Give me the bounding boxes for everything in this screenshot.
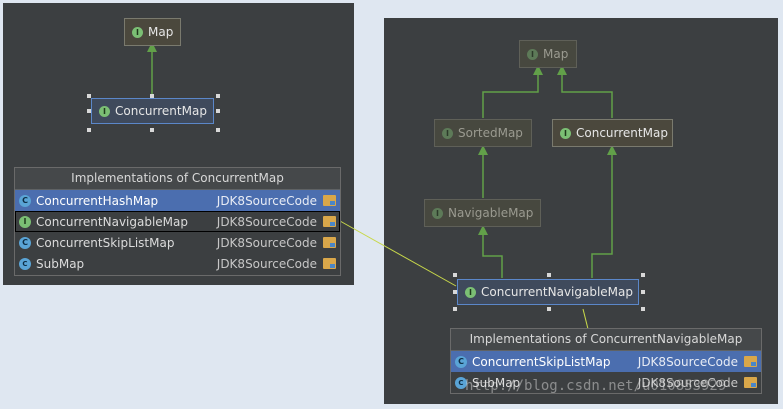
- class-icon: C: [455, 355, 467, 368]
- node-label: ConcurrentMap: [576, 126, 668, 140]
- implementations-popup-left: Implementations of ConcurrentMap C Concu…: [14, 167, 341, 276]
- node-label: ConcurrentNavigableMap: [481, 285, 634, 299]
- node-sortedmap[interactable]: I SortedMap: [434, 119, 532, 147]
- node-concurrentmap-left[interactable]: I ConcurrentMap: [91, 98, 214, 124]
- static-class-icon: C: [19, 257, 31, 270]
- source-module: JDK8SourceCode: [637, 375, 738, 390]
- list-item-submap[interactable]: C SubMap JDK8SourceCode: [15, 253, 340, 274]
- selection-handle[interactable]: [87, 128, 91, 132]
- class-name: SubMap: [472, 375, 521, 390]
- selection-handle[interactable]: [641, 290, 645, 294]
- selection-handle[interactable]: [87, 109, 91, 113]
- list-item-concurrenthashmap[interactable]: C ConcurrentHashMap JDK8SourceCode: [15, 190, 340, 211]
- interface-icon: I: [560, 127, 571, 139]
- selection-handle[interactable]: [150, 128, 154, 132]
- selection-handle[interactable]: [453, 273, 457, 277]
- interface-icon: I: [132, 26, 143, 38]
- popup-title: Implementations of ConcurrentMap: [15, 168, 340, 190]
- selection-handle[interactable]: [547, 307, 551, 311]
- class-name: ConcurrentNavigableMap: [36, 214, 189, 229]
- class-name: ConcurrentSkipListMap: [472, 354, 611, 369]
- node-label: Map: [543, 47, 569, 61]
- watermark: http://blog.csdn.net/u010853929: [465, 378, 727, 394]
- node-map-left[interactable]: I Map: [124, 18, 181, 46]
- selection-handle[interactable]: [150, 94, 154, 98]
- selection-handle[interactable]: [453, 290, 457, 294]
- selection-handle[interactable]: [216, 128, 220, 132]
- node-label: ConcurrentMap: [115, 104, 207, 118]
- class-name: ConcurrentSkipListMap: [36, 235, 175, 250]
- folder-icon: [323, 195, 336, 206]
- folder-icon: [323, 216, 336, 227]
- interface-icon: I: [432, 207, 443, 219]
- selection-handle[interactable]: [641, 307, 645, 311]
- node-label: SortedMap: [458, 126, 523, 140]
- selection-handle[interactable]: [547, 273, 551, 277]
- folder-icon: [323, 237, 336, 248]
- popup-title: Implementations of ConcurrentNavigableMa…: [451, 329, 761, 351]
- interface-icon: I: [527, 48, 538, 60]
- class-icon: C: [19, 236, 31, 249]
- source-module: JDK8SourceCode: [637, 354, 738, 369]
- interface-icon: I: [465, 286, 476, 298]
- interface-icon: I: [19, 215, 31, 228]
- source-module: JDK8SourceCode: [216, 256, 317, 271]
- node-navigablemap[interactable]: I NavigableMap: [424, 199, 541, 227]
- node-concurrentmap-right[interactable]: I ConcurrentMap: [552, 119, 673, 147]
- source-module: JDK8SourceCode: [216, 193, 317, 208]
- selection-handle[interactable]: [453, 307, 457, 311]
- source-module: JDK8SourceCode: [216, 214, 317, 229]
- folder-icon: [744, 356, 757, 367]
- folder-icon: [744, 377, 757, 388]
- node-label: Map: [148, 25, 174, 39]
- selection-handle[interactable]: [87, 94, 91, 98]
- list-item-submap[interactable]: C SubMap JDK8SourceCode: [451, 372, 761, 393]
- folder-icon: [323, 258, 336, 269]
- list-item-concurrentnavigablemap[interactable]: I ConcurrentNavigableMap JDK8SourceCode: [15, 211, 340, 232]
- selection-handle[interactable]: [216, 94, 220, 98]
- selection-handle[interactable]: [641, 273, 645, 277]
- source-module: JDK8SourceCode: [216, 235, 317, 250]
- list-item-concurrentskiplistmap[interactable]: C ConcurrentSkipListMap JDK8SourceCode: [451, 351, 761, 372]
- node-map-right[interactable]: I Map: [519, 40, 577, 68]
- interface-icon: I: [442, 127, 453, 139]
- node-label: NavigableMap: [448, 206, 534, 220]
- implementations-popup-right: Implementations of ConcurrentNavigableMa…: [450, 328, 762, 394]
- class-name: SubMap: [36, 256, 85, 271]
- class-name: ConcurrentHashMap: [36, 193, 159, 208]
- list-item-concurrentskiplistmap[interactable]: C ConcurrentSkipListMap JDK8SourceCode: [15, 232, 340, 253]
- interface-icon: I: [99, 105, 110, 117]
- class-icon: C: [19, 194, 31, 207]
- static-class-icon: C: [455, 376, 467, 389]
- selection-handle[interactable]: [216, 109, 220, 113]
- node-concurrentnavigablemap[interactable]: I ConcurrentNavigableMap: [457, 279, 639, 305]
